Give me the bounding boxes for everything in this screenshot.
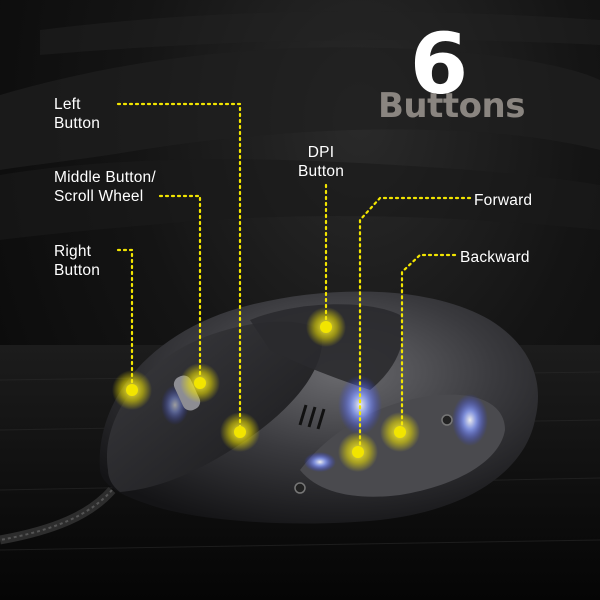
label-backward: Backward	[460, 249, 530, 266]
marker-right-button	[112, 370, 152, 410]
marker-forward	[338, 432, 378, 472]
top-shell	[250, 304, 404, 390]
leader-forward	[358, 196, 472, 454]
mouse-vents	[298, 404, 326, 430]
marker-middle-button	[180, 363, 220, 403]
left-button-shell	[106, 321, 322, 492]
leader-middle-button	[158, 194, 202, 382]
headline-number: 6	[409, 15, 468, 113]
marker-left-button	[220, 412, 260, 452]
label-dpi-button: DPI Button	[298, 144, 345, 180]
marker-dpi-button	[306, 307, 346, 347]
headline-word: Buttons	[378, 86, 525, 126]
label-forward: Forward	[474, 192, 533, 209]
leader-left-button	[116, 102, 242, 434]
mouse-cable	[0, 486, 116, 545]
marker-backward	[380, 412, 420, 452]
label-left-button: Left Button	[54, 96, 101, 132]
leader-backward	[400, 253, 457, 434]
label-right-button: Right Button	[54, 243, 101, 279]
leader-lines	[116, 102, 472, 454]
leader-right-button	[116, 248, 134, 392]
label-middle-button: Middle Button/ Scroll Wheel	[54, 169, 156, 205]
